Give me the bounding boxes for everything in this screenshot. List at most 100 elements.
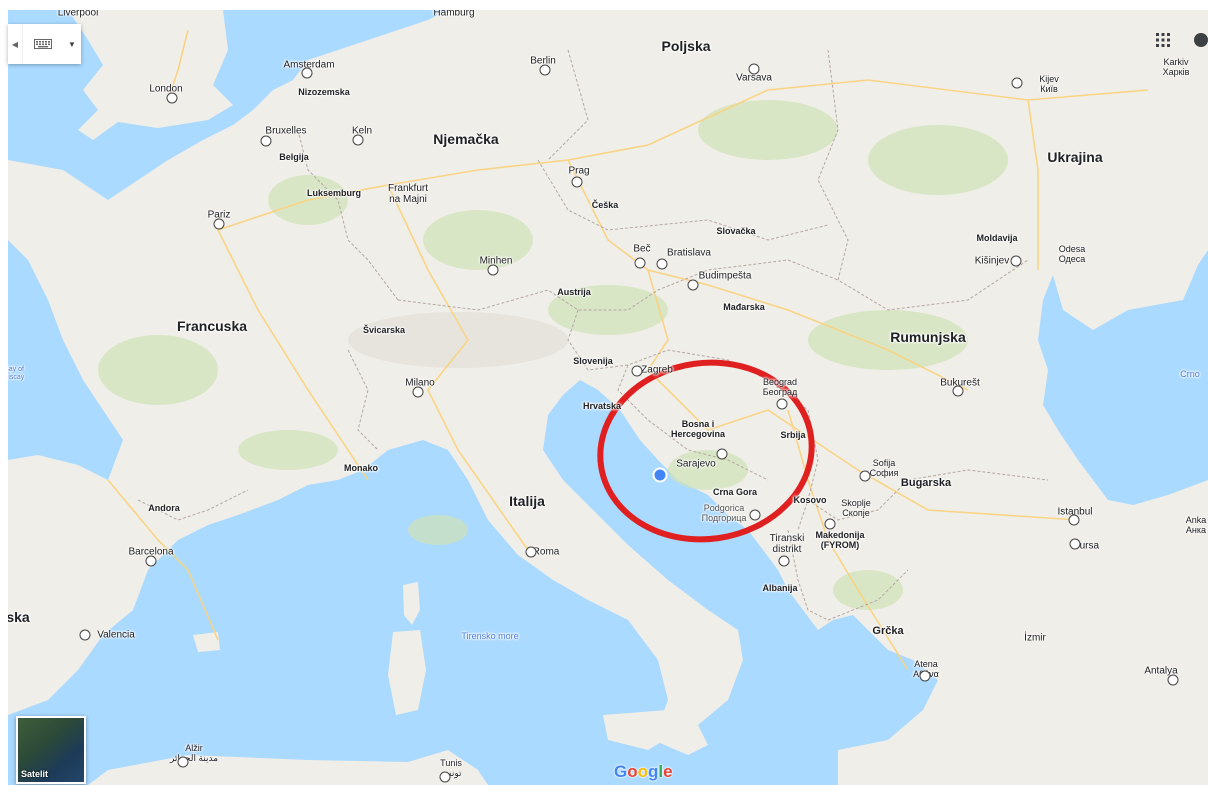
- label-bukurest: Bukurešt: [940, 377, 980, 389]
- land-mallorca: [193, 632, 220, 652]
- pin-istanbul: [1068, 514, 1080, 526]
- alps-relief: [348, 312, 568, 368]
- pin-kisinjev: [1010, 255, 1022, 267]
- label-bosna-i-hercegovina: Bosna i Hercegovina: [670, 418, 726, 439]
- pin-tunis: [439, 771, 451, 783]
- satellite-toggle-button[interactable]: Satelit: [16, 716, 86, 784]
- pin-valencia: [79, 629, 91, 641]
- label-roma: Roma: [532, 546, 560, 558]
- pin-beograd: [776, 398, 788, 410]
- label-slovenija: Slovenija: [573, 355, 613, 366]
- label-hamburg: Hamburg: [433, 10, 475, 19]
- label-rumunjska: Rumunjska: [890, 329, 966, 346]
- pin-podgorica: [749, 509, 761, 521]
- land-sardinia: [388, 630, 426, 715]
- label-pariz: Pariz: [207, 209, 231, 221]
- label-bruxelles: Bruxelles: [265, 125, 307, 137]
- land-corsica: [403, 582, 420, 625]
- label-belgija: Belgija: [279, 151, 309, 162]
- collapse-arrow-icon[interactable]: ◀: [8, 24, 23, 64]
- label-slovacka: Slovačka: [716, 225, 756, 236]
- land-crete: [908, 748, 970, 762]
- label-monako: Monako: [343, 462, 379, 473]
- land-anatolia: [1003, 550, 1208, 785]
- keyboard-icon[interactable]: [23, 24, 63, 64]
- pin-antalya: [1167, 674, 1179, 686]
- location-dot: [652, 467, 668, 483]
- pin-tiranski: [778, 555, 790, 567]
- pin-alzir: [177, 756, 189, 768]
- highways: [107, 29, 1149, 671]
- label-frankfurt: Frankfurt na Majni: [387, 182, 429, 205]
- label-nizozemska: Nizozemska: [298, 86, 350, 97]
- pin-atena: [919, 670, 931, 682]
- pin-milano: [412, 386, 424, 398]
- label-crno-more-partial: Crno: [1180, 368, 1200, 379]
- label-biscay-partial: Bay of Biscay: [8, 366, 25, 381]
- label-austrija: Austrija: [557, 286, 591, 297]
- pin-amsterdam: [301, 67, 313, 79]
- apps-grid-icon[interactable]: [1156, 33, 1170, 52]
- label-hrvatska: Hrvatska: [582, 400, 622, 411]
- pin-skoplje: [824, 518, 836, 530]
- pin-minhen: [487, 264, 499, 276]
- pin-pariz: [213, 218, 225, 230]
- account-avatar-icon[interactable]: [1194, 33, 1208, 47]
- input-tools-control[interactable]: ◀ ▼: [8, 24, 81, 64]
- label-francuska: Francuska: [176, 318, 248, 335]
- label-tiranski-distrikt: Tiranski distrikt: [769, 532, 805, 555]
- label-bursa: Bursa: [1072, 540, 1100, 552]
- label-makedonija: Makedonija (FYROM): [815, 529, 865, 550]
- pin-budimpesta: [687, 279, 699, 291]
- label-sofija: Sofija София: [869, 457, 899, 478]
- label-madarska: Mađarska: [723, 301, 765, 312]
- label-milano: Milano: [405, 377, 435, 389]
- label-beograd: Beograd Београд: [762, 376, 798, 397]
- label-andora: Andora: [148, 502, 180, 513]
- pin-bratislava: [656, 258, 668, 270]
- label-varsava: Varšava: [736, 72, 772, 84]
- chevron-down-icon[interactable]: ▼: [68, 39, 76, 49]
- pin-roma: [525, 546, 537, 558]
- label-bugarska: Bugarska: [900, 476, 952, 489]
- country-borders: [137, 49, 1049, 621]
- label-london: London: [149, 83, 183, 95]
- label-spanjolska-partial: ska: [8, 609, 30, 626]
- label-zagreb: Zagreb: [641, 364, 673, 376]
- google-logo: Google: [614, 762, 673, 781]
- label-njemacka: Njemačka: [433, 131, 499, 148]
- label-berlin: Berlin: [530, 55, 556, 67]
- pin-sarajevo: [716, 448, 728, 460]
- label-kosovo: Kosovo: [793, 494, 827, 505]
- label-crna-gora: Crna Gora: [712, 486, 758, 497]
- label-italija: Italija: [509, 493, 545, 510]
- label-skoplje: Skoplje Скопје: [841, 497, 871, 518]
- label-albanija: Albanija: [762, 582, 798, 593]
- label-ukrajina: Ukrajina: [1047, 149, 1103, 166]
- pin-sofija: [859, 470, 871, 482]
- label-ankara-partial: Anka Анка: [1185, 514, 1207, 535]
- label-liverpool: Liverpool: [57, 10, 99, 19]
- label-prag: Prag: [568, 165, 590, 177]
- label-grcka: Grčka: [872, 624, 904, 637]
- label-podgorica: Podgorica Подгорица: [701, 502, 747, 523]
- label-istanbul: Istanbul: [1057, 506, 1093, 518]
- pin-zagreb: [631, 365, 643, 377]
- label-barcelona: Barcelona: [128, 546, 174, 558]
- label-srbija: Srbija: [780, 429, 806, 440]
- label-bratislava: Bratislava: [667, 247, 711, 259]
- pin-bruxelles: [260, 135, 272, 147]
- pin-keln: [352, 134, 364, 146]
- label-ceska: Češka: [591, 199, 619, 210]
- label-minhen: Minhen: [479, 255, 513, 267]
- label-tirensko-more: Tirensko more: [461, 630, 519, 641]
- map-canvas[interactable]: Poljska Njemačka Ukrajina Francuska Rumu…: [8, 10, 1208, 785]
- pin-bec: [634, 257, 646, 269]
- label-antalya: Antalya: [1144, 665, 1178, 677]
- pin-barcelona: [145, 555, 157, 567]
- label-izmir: İzmir: [1024, 632, 1046, 644]
- pin-prag: [571, 176, 583, 188]
- label-amsterdam: Amsterdam: [283, 59, 335, 71]
- label-kijev: Kijev Київ: [1039, 73, 1059, 94]
- label-valencia: Valencia: [97, 629, 135, 641]
